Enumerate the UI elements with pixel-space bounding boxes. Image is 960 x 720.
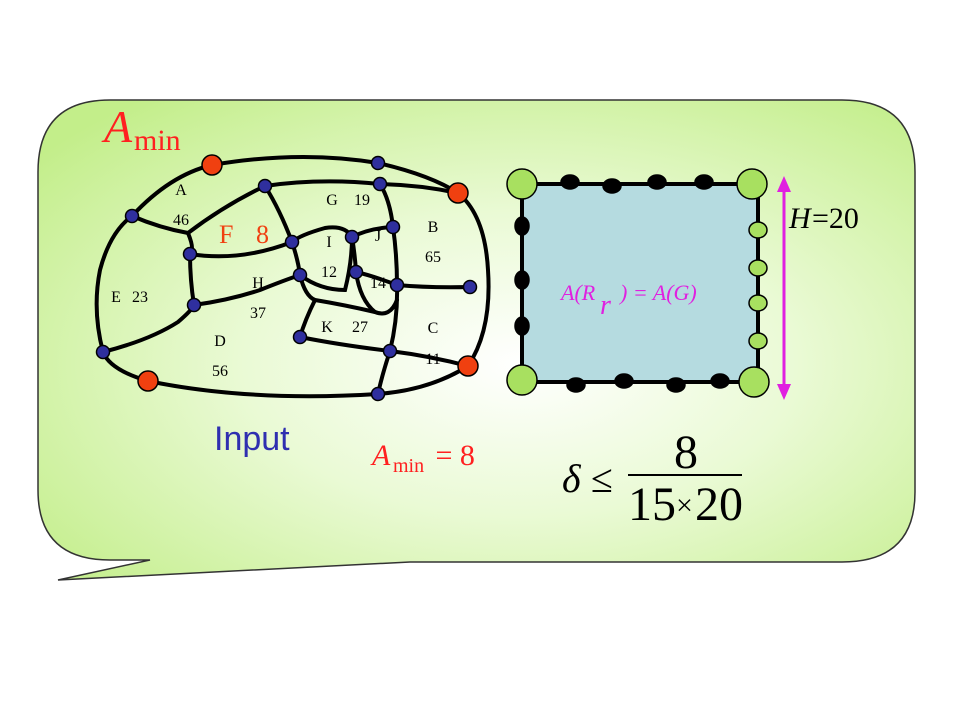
region-f-name: F: [219, 220, 233, 249]
node-red: [447, 182, 469, 204]
rect-area-label-a: A(R: [559, 280, 596, 305]
node-black: [666, 377, 686, 393]
region-d-name: D: [214, 333, 226, 350]
region-i-name: I: [326, 234, 331, 251]
region-c-value: 11: [425, 351, 440, 368]
edge-b-c: [395, 283, 472, 290]
node-blue: [348, 264, 364, 280]
amin-result-base: A: [370, 439, 391, 472]
edge-i: [290, 235, 354, 293]
node-red: [137, 370, 159, 392]
node-black: [710, 373, 730, 389]
region-h-value: 37: [250, 305, 266, 322]
region-g-name: G: [326, 192, 338, 209]
edge-b-right: [376, 225, 400, 396]
region-j-name: J: [375, 228, 381, 245]
region-b-name: B: [428, 219, 439, 236]
region-a-name: A: [175, 182, 187, 199]
node-blue: [385, 219, 401, 235]
node-blue: [292, 329, 308, 345]
region-j-value: 14: [370, 275, 386, 292]
height-label-var: H: [788, 202, 813, 235]
input-label: Input: [214, 420, 290, 458]
region-k-value: 27: [352, 319, 368, 336]
region-labels: A 46 B 65 C 11 D 56 E 23 G 19 H 37 I 12 …: [111, 182, 441, 380]
node-blue: [389, 277, 405, 293]
node-blue: [370, 386, 386, 402]
node-black: [560, 174, 580, 190]
height-arrow: [777, 176, 791, 400]
node-green-small: [748, 259, 768, 277]
node-black: [602, 178, 622, 194]
edge-g-low: [263, 184, 395, 246]
amin-title-sub: min: [134, 124, 181, 157]
region-f-value: 8: [256, 220, 269, 249]
formula-den-b: 20: [695, 478, 743, 531]
graph-nodes: [95, 154, 479, 402]
node-blue: [462, 279, 478, 295]
region-e-name: E: [111, 289, 121, 306]
node-red: [457, 355, 479, 377]
region-d-value: 56: [212, 363, 228, 380]
node-blue: [344, 229, 360, 245]
node-blue: [284, 234, 300, 250]
node-green-corner: [506, 168, 538, 200]
node-black: [566, 377, 586, 393]
layout-rectangle: [520, 182, 760, 384]
region-k-name: K: [321, 319, 333, 336]
region-c-name: C: [428, 320, 439, 337]
node-blue: [292, 267, 308, 283]
node-green-corner: [506, 364, 538, 396]
node-green-small: [748, 294, 768, 312]
node-black: [514, 316, 530, 336]
region-g-value: 19: [354, 192, 370, 209]
edge-k-bottom: [298, 335, 392, 353]
node-green-small: [748, 332, 768, 350]
region-e-value: 23: [132, 289, 148, 306]
region-a-value: 46: [173, 212, 189, 229]
node-black: [514, 270, 530, 290]
formula-lhs: δ ≤: [562, 456, 613, 501]
node-blue: [370, 155, 386, 171]
node-blue: [95, 344, 111, 360]
node-red: [201, 154, 223, 176]
formula-den-a: 15: [628, 478, 676, 531]
node-green-corner: [738, 366, 770, 398]
region-b-value: 65: [425, 249, 441, 266]
node-blue: [257, 178, 273, 194]
node-blue: [182, 246, 198, 262]
amin-result-sub: min: [393, 455, 424, 477]
node-black: [514, 216, 530, 236]
node-green-corner: [736, 168, 768, 200]
node-black: [694, 174, 714, 190]
rect-nodes: [506, 168, 770, 398]
node-black: [647, 174, 667, 190]
region-h-name: H: [252, 275, 264, 292]
region-i-value: 12: [321, 264, 337, 281]
edge-a-top: [130, 179, 382, 236]
rect-area-label-b: ) = A(G): [618, 280, 697, 305]
formula-numerator: 8: [674, 426, 698, 479]
node-green-small: [748, 221, 768, 239]
node-black: [614, 373, 634, 389]
node-blue: [382, 343, 398, 359]
node-blue: [124, 208, 140, 224]
amin-title-base: A: [101, 101, 133, 152]
amin-result-rest: = 8: [428, 439, 475, 472]
formula-den-op: ×: [676, 489, 693, 522]
rect-area-label-sub: r: [600, 290, 611, 321]
node-blue: [186, 297, 202, 313]
node-blue: [372, 176, 388, 192]
height-label-rest: =20: [812, 202, 859, 235]
